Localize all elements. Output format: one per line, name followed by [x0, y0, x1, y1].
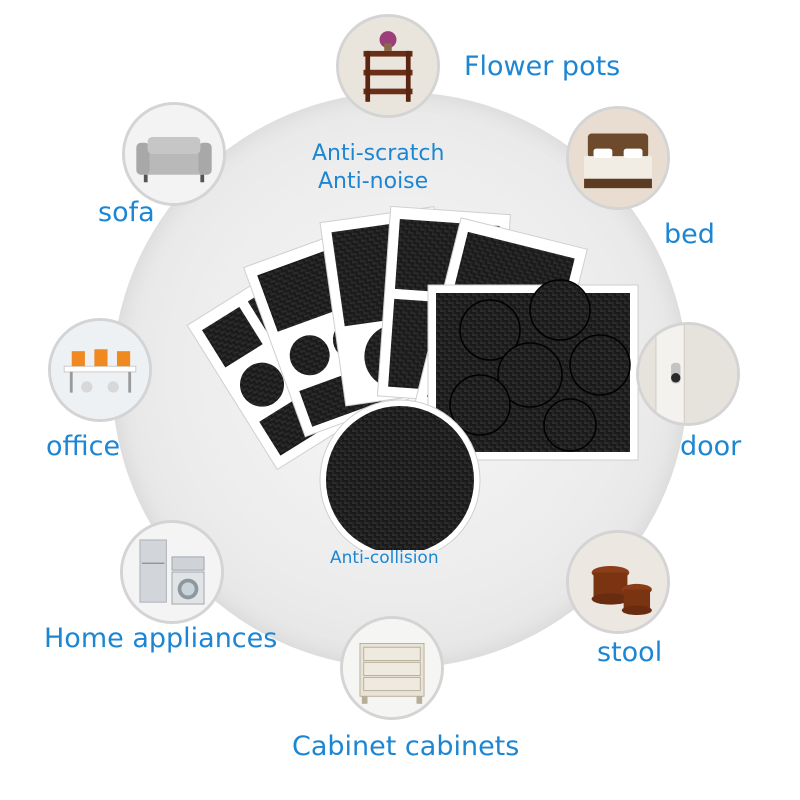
label-stool: stool — [597, 637, 663, 668]
label-flower-pots: Flower pots — [464, 51, 621, 82]
label-cabinet-cabinets: Cabinet cabinets — [292, 731, 520, 762]
office-thumbnail — [48, 318, 152, 422]
stool-thumbnail — [566, 530, 670, 634]
feature-anti-scratch: Anti-scratch — [312, 141, 445, 166]
home-appliances-thumbnail — [120, 520, 224, 624]
bed-thumbnail — [566, 106, 670, 210]
label-office: office — [46, 431, 121, 462]
label-bed: bed — [664, 219, 715, 250]
label-home-appliances: Home appliances — [44, 623, 278, 654]
label-door: door — [680, 431, 742, 462]
feature-anti-noise: Anti-noise — [318, 169, 429, 194]
flower-pots-thumbnail — [336, 14, 440, 118]
pad-sheet-round-pads — [427, 279, 639, 461]
feature-anti-collision: Anti-collision — [330, 548, 439, 568]
sofa-thumbnail — [122, 102, 226, 206]
cabinet-thumbnail — [340, 616, 444, 720]
label-sofa: sofa — [98, 197, 155, 228]
door-thumbnail — [636, 322, 740, 426]
large-round-pad — [319, 399, 481, 550]
furniture-pads-product-image — [186, 205, 639, 550]
